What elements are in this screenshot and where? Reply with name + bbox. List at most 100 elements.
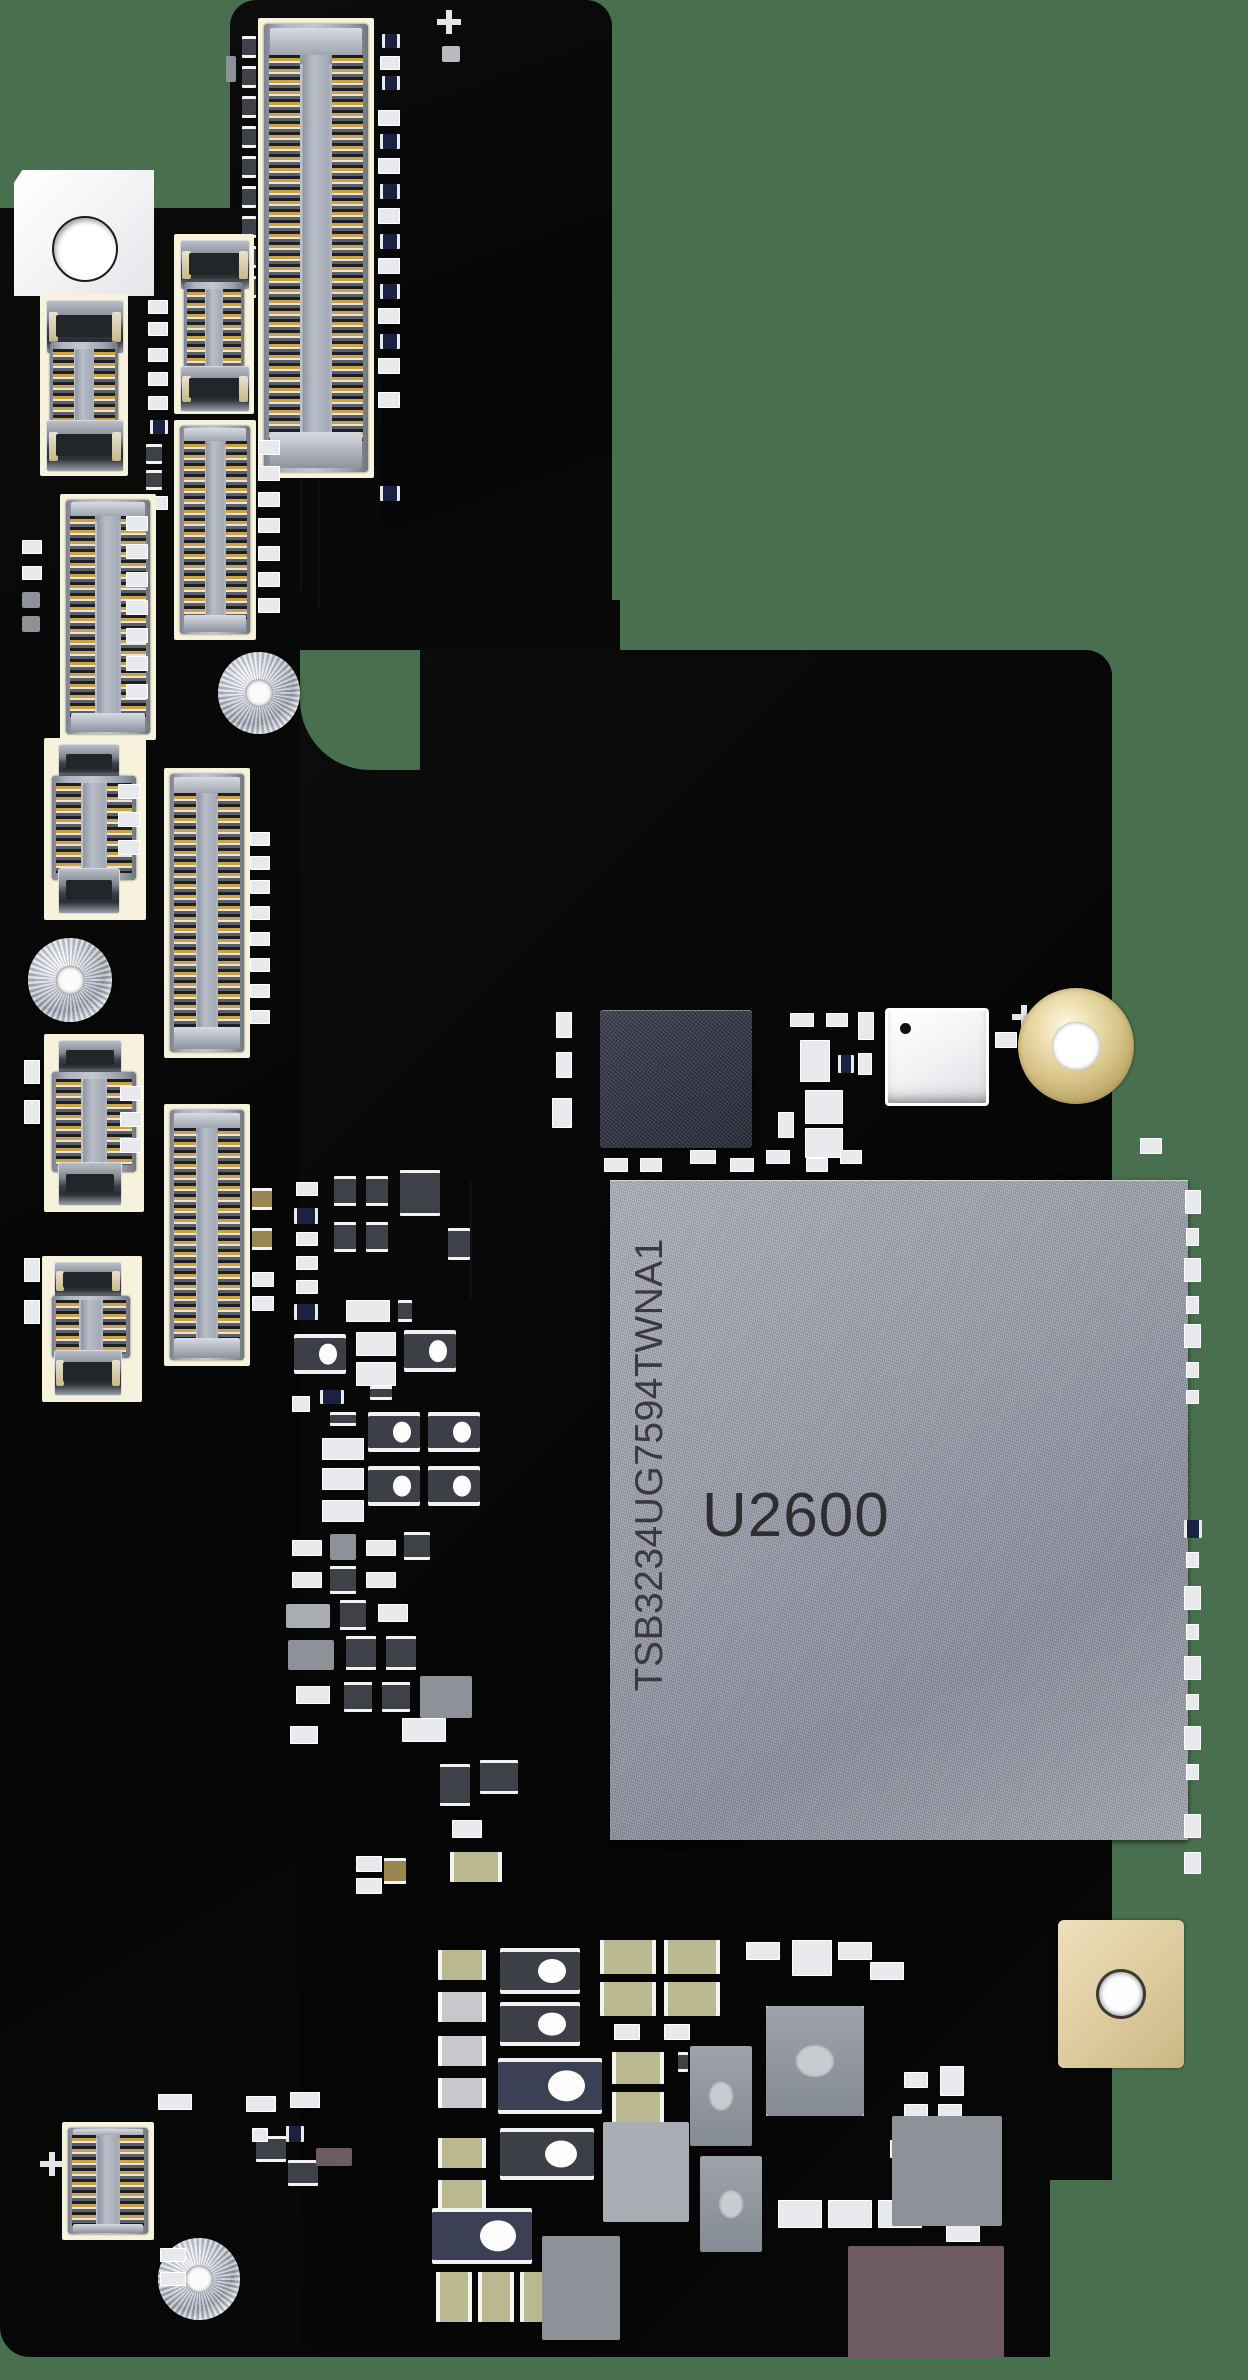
smd-resistor bbox=[805, 1128, 843, 1158]
connector-pins-right bbox=[223, 289, 241, 375]
standoff-knurl bbox=[28, 938, 112, 1022]
connector-rail bbox=[97, 2135, 119, 2227]
smd-resistor bbox=[746, 1942, 780, 1960]
smd-resistor bbox=[118, 840, 140, 855]
smd-resistor bbox=[250, 958, 270, 972]
btb-connector-j7[interactable] bbox=[170, 774, 244, 1052]
fpc-socket-j8-bottom[interactable] bbox=[58, 1162, 122, 1206]
connector-pins-left bbox=[183, 440, 205, 620]
smd-resistor bbox=[678, 2052, 688, 2072]
connector-rail bbox=[80, 1300, 102, 1354]
smd-resistor bbox=[480, 1760, 518, 1794]
smd-resistor bbox=[778, 2200, 822, 2228]
smd-resistor bbox=[146, 470, 162, 490]
fpc-socket-j10-top[interactable] bbox=[54, 1262, 122, 1300]
smd-resistor bbox=[258, 466, 280, 481]
socket-tab-left bbox=[56, 1270, 65, 1292]
smd-resistor bbox=[120, 1138, 142, 1153]
standoff-knurl bbox=[218, 652, 300, 734]
smd-resistor bbox=[398, 1300, 412, 1322]
smd-resistor bbox=[378, 208, 400, 224]
fpc-socket-s3[interactable] bbox=[180, 240, 250, 290]
smd-capacitor bbox=[612, 2092, 664, 2124]
connector-pins-left bbox=[53, 348, 74, 432]
smd-resistor bbox=[1186, 1694, 1199, 1710]
smd-capacitor bbox=[380, 134, 400, 149]
smd-resistor bbox=[322, 1500, 364, 1522]
socket-tab-right bbox=[112, 431, 122, 461]
smd-resistor bbox=[370, 1386, 392, 1400]
smd-resistor bbox=[118, 784, 140, 799]
smd-resistor bbox=[148, 396, 168, 410]
fpc-socket-lower[interactable] bbox=[58, 868, 120, 914]
smd-resistor bbox=[334, 1222, 356, 1252]
smd-resistor bbox=[242, 96, 256, 118]
smd-capacitor bbox=[436, 2272, 472, 2322]
smd-resistor bbox=[1186, 1764, 1199, 1780]
smd-capacitor bbox=[612, 2052, 664, 2084]
btb-connector-j9[interactable] bbox=[170, 1110, 244, 1360]
smd-ic bbox=[288, 1640, 334, 1670]
socket-tab-left bbox=[182, 376, 191, 402]
smd-resistor bbox=[378, 358, 400, 374]
smd-resistor bbox=[766, 1150, 790, 1164]
smd-inductor bbox=[690, 2046, 752, 2146]
smd-resistor bbox=[904, 2072, 928, 2088]
smd-resistor bbox=[146, 444, 162, 464]
fiducial-cross-icon bbox=[1012, 1005, 1036, 1029]
smd-resistor bbox=[378, 110, 400, 126]
btb-connector-j1[interactable] bbox=[264, 24, 368, 472]
smd-resistor bbox=[290, 1726, 318, 1744]
btb-connector-j3[interactable] bbox=[184, 282, 244, 382]
connector-rail bbox=[83, 783, 105, 873]
btb-connector-j11[interactable] bbox=[68, 2128, 148, 2234]
smd-resistor bbox=[242, 156, 256, 178]
smd-diode bbox=[498, 2058, 602, 2114]
smd-resistor bbox=[346, 1300, 390, 1322]
smd-resistor bbox=[22, 616, 40, 632]
fpc-socket-upper[interactable] bbox=[58, 744, 120, 780]
smd-resistor bbox=[826, 1013, 848, 1027]
smd-resistor bbox=[296, 1256, 318, 1270]
connector-cap-top bbox=[72, 2129, 144, 2138]
smd-resistor bbox=[1186, 1362, 1199, 1378]
smd-resistor bbox=[1186, 1624, 1199, 1640]
smd-capacitor bbox=[438, 2036, 486, 2066]
btb-connector-j4[interactable] bbox=[180, 426, 250, 634]
smd-capacitor bbox=[838, 1055, 854, 1073]
smd-resistor bbox=[448, 1228, 470, 1260]
smd-resistor bbox=[126, 656, 148, 671]
main-ic-part-number: TSB3234UG7594TWNA1 bbox=[628, 1238, 671, 1692]
smd-resistor bbox=[292, 1540, 322, 1556]
fpc-socket-j8-top[interactable] bbox=[58, 1040, 122, 1076]
fpc-socket-s2[interactable] bbox=[46, 420, 124, 472]
fpc-socket-j10-bottom[interactable] bbox=[54, 1350, 122, 1396]
smd-resistor bbox=[126, 628, 148, 643]
smd-resistor bbox=[118, 812, 140, 827]
smd-resistor bbox=[870, 1962, 904, 1980]
smd-capacitor bbox=[438, 1992, 486, 2022]
smd-resistor bbox=[250, 906, 270, 920]
smd-resistor bbox=[730, 1158, 754, 1172]
smd-resistor bbox=[250, 1010, 270, 1024]
gold-mounting-hole bbox=[1018, 988, 1134, 1104]
socket-slot bbox=[189, 253, 241, 275]
socket-tab-right bbox=[239, 376, 248, 402]
smd-resistor bbox=[1184, 1656, 1201, 1680]
smd-resistor bbox=[126, 516, 148, 531]
shield-module bbox=[885, 1008, 989, 1106]
smd-capacitor bbox=[380, 334, 400, 349]
smd-resistor bbox=[1184, 1726, 1201, 1750]
fpc-socket-s4[interactable] bbox=[180, 366, 250, 412]
smd-ic bbox=[420, 1676, 472, 1718]
btb-connector-j10[interactable] bbox=[52, 1296, 130, 1358]
connector-pins-left bbox=[173, 793, 196, 1033]
smd-resistor bbox=[252, 1272, 274, 1287]
socket-slot bbox=[56, 434, 114, 456]
fiducial-cross-icon bbox=[40, 2152, 64, 2176]
smd-capacitor bbox=[380, 234, 400, 249]
smd-resistor bbox=[1186, 1228, 1199, 1246]
smd-resistor bbox=[378, 1604, 408, 1622]
btb-connector-j6[interactable] bbox=[52, 776, 136, 880]
